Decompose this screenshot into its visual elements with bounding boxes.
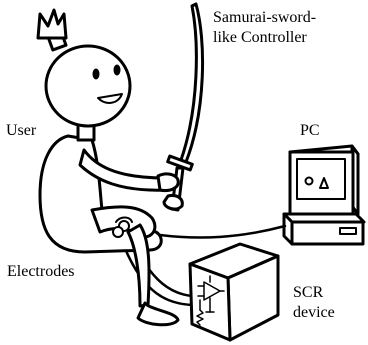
eye-right: [113, 64, 121, 76]
label-electrodes: Electrodes: [7, 263, 75, 280]
label-scr-line-1: SCR: [293, 284, 324, 301]
topknot-hair: [36, 8, 68, 40]
pc-monitor: [288, 144, 360, 216]
screen-circle-icon: [304, 176, 314, 186]
label-scr: SCR device: [293, 283, 335, 323]
label-scr-line-2: device: [293, 304, 335, 321]
eye-left: [92, 68, 100, 80]
screen-triangle-icon: [319, 177, 329, 189]
circuit-symbol-icon: [196, 275, 225, 326]
label-sword-line-2: like Controller: [213, 29, 307, 46]
pc-base: [282, 212, 366, 246]
pc-cable: [158, 224, 287, 239]
electrode-2: [112, 226, 124, 238]
smile: [97, 93, 123, 104]
scr-device: [188, 242, 280, 342]
label-sword: Samurai-sword- like Controller: [213, 8, 316, 48]
label-user: User: [6, 122, 37, 139]
label-sword-line-1: Samurai-sword-: [213, 9, 317, 26]
user-figure: [36, 8, 184, 327]
label-pc: PC: [300, 122, 320, 139]
